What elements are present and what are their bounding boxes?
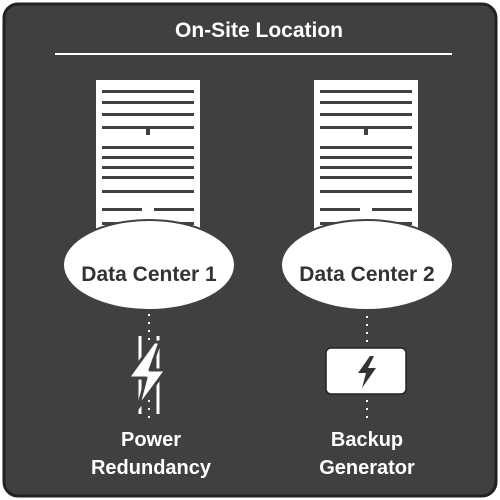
rack-bay-stripe bbox=[102, 146, 194, 149]
rack-bay-stripe bbox=[102, 113, 194, 116]
rack-bay-stripe bbox=[102, 90, 194, 93]
rack-bay-stripe bbox=[102, 190, 194, 193]
data-center-2: Data Center 2 bbox=[280, 80, 454, 311]
backup-generator-caption-line2: Generator bbox=[319, 457, 415, 479]
power-redundancy-link bbox=[126, 314, 168, 422]
data-center-2-label: Data Center 2 bbox=[299, 263, 434, 286]
rack-bay-stripe bbox=[102, 176, 194, 179]
power-redundancy-icon bbox=[126, 336, 168, 414]
lightning-bolt-icon bbox=[358, 356, 376, 388]
rack-bay-stripe bbox=[320, 101, 412, 104]
rack-bay-stripe bbox=[320, 113, 412, 116]
rack-bay-stripe bbox=[102, 208, 142, 211]
power-redundancy-caption-line2: Redundancy bbox=[91, 457, 212, 479]
rack-bay-notch bbox=[146, 126, 150, 135]
data-center-2-base bbox=[280, 219, 454, 311]
rack-bay-stripe bbox=[102, 101, 194, 104]
rack-bay-stripe bbox=[320, 90, 412, 93]
rack-bay-stripe bbox=[154, 208, 194, 211]
location-title: On-Site Location bbox=[175, 19, 343, 42]
backup-generator-caption-line1: Backup bbox=[331, 429, 403, 451]
rack-bay-stripe bbox=[372, 208, 412, 211]
rack-bay-stripe bbox=[320, 208, 360, 211]
rack-bay-stripe bbox=[102, 166, 194, 169]
rack-bay-stripe bbox=[320, 166, 412, 169]
lightning-bolt-icon bbox=[126, 340, 168, 410]
data-center-1-label: Data Center 1 bbox=[81, 263, 217, 286]
rack-bay-stripe bbox=[102, 156, 194, 159]
rack-bay-notch bbox=[364, 126, 368, 135]
rack-bay-stripe bbox=[320, 190, 412, 193]
rack-bay-stripe bbox=[320, 176, 412, 179]
rack-bay-stripe bbox=[320, 146, 412, 149]
rack-bay-stripe bbox=[320, 156, 412, 159]
power-redundancy-caption-line1: Power bbox=[121, 429, 181, 451]
backup-generator-link bbox=[325, 316, 407, 422]
data-center-1-base bbox=[62, 219, 236, 311]
data-center-1: Data Center 1 bbox=[62, 80, 236, 311]
